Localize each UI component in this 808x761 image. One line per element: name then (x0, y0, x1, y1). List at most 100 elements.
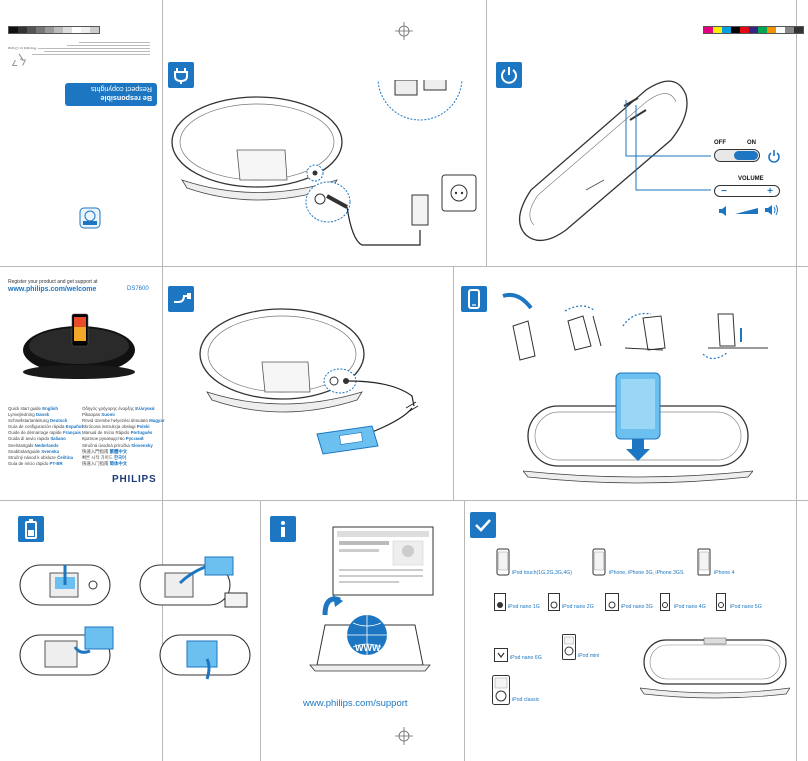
device-label: iPod nano 4G (674, 604, 706, 610)
speaker-dock-illustration (171, 80, 477, 246)
lang-row: Snabbstartguide Svenska (8, 448, 60, 454)
www-globe-label: WWW (355, 643, 381, 653)
lang-row: Schnellstartanleitung Deutsch (8, 418, 68, 424)
slogan-line2: Respect copyrights (90, 85, 152, 94)
support-url[interactable]: www.philips.com/support (303, 698, 408, 709)
lang-row: 快速入门指南 简体中文 (82, 460, 128, 466)
device-label: iPod nano 5G (730, 604, 762, 610)
ipod-nano-5g-icon (716, 593, 726, 611)
support-panel: WWW www.philips.com/support (260, 500, 464, 761)
battery-steps-illustration (19, 556, 251, 680)
recycle-icon (11, 53, 27, 67)
ipod-mini-icon (562, 634, 576, 660)
speaker-aux-illustration (199, 308, 419, 455)
device-label: iPhone, iPhone 3G, iPhone 3GS (609, 570, 684, 576)
legal-text-block (32, 42, 150, 55)
lang-row: Stručný návod k obsluze Čeština (8, 454, 73, 460)
phone-icon (468, 289, 480, 309)
ipod-nano-6g-icon (494, 648, 508, 662)
model-number: DS7600 (127, 286, 149, 292)
lang-row: 快速入門指南 繁體中文 (82, 448, 128, 454)
device-label: iPod nano 6G (510, 655, 542, 661)
off-label: OFF (714, 140, 726, 146)
power-connect-panel (162, 0, 486, 266)
speaker-low-icon (719, 206, 726, 216)
fold-line-middle (0, 500, 808, 501)
plug-icon-badge (168, 62, 194, 88)
copyright-slogan-box: Be responsible Respect copyrights (65, 83, 157, 106)
lang-row: Pikaopas Suomi (82, 412, 115, 418)
info-icon (281, 521, 285, 537)
on-label: ON (747, 140, 756, 146)
lang-row: Οδηγός γρήγορης έναρξης Ελληνικά (82, 406, 155, 411)
volume-rocker[interactable]: − + (714, 185, 780, 197)
lang-row: Manual de Início Rápido Português (82, 430, 153, 436)
device-label: iPod mini (578, 653, 600, 659)
ipod-nano-4g-icon (660, 593, 670, 611)
device-label: iPod nano 1G (508, 604, 540, 610)
phone-icon-badge (461, 286, 487, 312)
volume-arrow-icon (735, 208, 758, 214)
device-label: iPod touch(1G,2G,3G,4G) (512, 570, 572, 576)
device-label: iPod classic (512, 697, 540, 703)
lang-row: Guida di avvio rapido Italiano (8, 436, 66, 442)
ipod-touch-icon (496, 548, 510, 576)
languages-right-column: Οδηγός γρήγορης έναρξης Ελληνικά Pikaopa… (82, 406, 165, 467)
device-label: iPod nano 3G (621, 604, 653, 610)
dock-phone-panel (453, 266, 796, 500)
edge-right (796, 0, 797, 761)
speaker-dock-phone-illustration (523, 372, 753, 484)
device-label: iPod nano 2G (562, 604, 594, 610)
fold-line-left (162, 0, 163, 761)
lang-row: Stručná úvodná príručka Slovensky (82, 442, 153, 448)
checkmark-icon-badge (470, 512, 496, 538)
volume-down-button[interactable]: − (721, 185, 727, 197)
slogan-line1: Be responsible (100, 94, 152, 103)
info-icon-badge (270, 516, 296, 542)
ipod-nano-3g-icon (605, 593, 619, 611)
lang-row: Краткое руководство Русский (82, 436, 144, 442)
aux-connect-panel (162, 266, 453, 500)
lang-row: Snelstartgids Nederlands (8, 442, 59, 448)
grayscale-strip (8, 26, 100, 34)
philips-logo: PHILIPS (112, 474, 157, 485)
dock-steps-illustration (502, 292, 768, 361)
power-on-panel: OFF ON VOLUME − + (486, 0, 796, 266)
laptop-website-illustration (309, 526, 434, 672)
back-cover-panel: Be responsible Respect copyrights Printe… (0, 0, 162, 266)
power-switch[interactable] (714, 149, 760, 162)
welcome-url[interactable]: www.philips.com/welcome (8, 286, 97, 293)
lang-row: Guide de démarrage rapide Français (8, 430, 81, 436)
device-label: iPhone 4 (714, 570, 735, 576)
power-icon-badge (496, 62, 522, 88)
safety-mark-icon (79, 207, 101, 229)
lang-row: Lynvejledning Dansk (8, 412, 50, 418)
aux-cable-icon (174, 293, 191, 303)
lang-row: Rövid üzembe helyezési útmutató Magyar (82, 418, 165, 424)
speaker-angled-illustration (519, 80, 688, 242)
registration-mark-icon (395, 22, 413, 40)
power-symbol-icon (768, 150, 780, 163)
speaker-empty-dock-illustration (640, 637, 790, 699)
battery-panel (0, 500, 260, 761)
product-photo (23, 313, 135, 379)
lang-row: Guia de início rápido PT-BR (8, 460, 63, 466)
iphone-icon (592, 548, 606, 576)
plug-icon (174, 68, 188, 84)
languages-left-column: Quick start guide English Lynvejledning … (8, 406, 83, 467)
lang-row: Guía de configuración rápida Español (8, 424, 83, 430)
ipod-nano-1g-icon (494, 593, 506, 611)
register-line: Register your product and get support at (8, 279, 98, 285)
aux-icon-badge (168, 286, 194, 312)
iphone4-icon (697, 548, 711, 576)
power-icon (501, 67, 517, 84)
fold-line-center-2 (453, 266, 454, 500)
fold-line-lower-2 (464, 500, 465, 761)
lang-row: Skrócona instrukcja obsługi Polski (82, 424, 150, 430)
color-strip (703, 26, 804, 34)
checkmark-icon (475, 519, 491, 532)
volume-up-button[interactable]: + (767, 185, 773, 197)
callout-lines (625, 100, 711, 191)
power-switch-knob (734, 151, 758, 160)
battery-icon-badge (18, 516, 44, 542)
